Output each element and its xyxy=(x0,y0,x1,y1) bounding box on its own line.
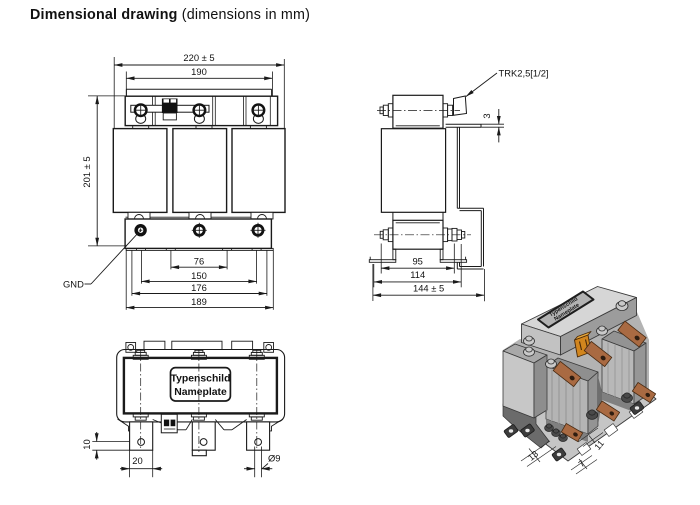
svg-text:201 ± 5: 201 ± 5 xyxy=(81,156,92,187)
svg-text:Dimensional drawing (dimension: Dimensional drawing (dimensions in mm) xyxy=(30,7,310,23)
svg-text:190: 190 xyxy=(191,66,207,77)
svg-text:7: 7 xyxy=(576,458,586,469)
svg-text:20: 20 xyxy=(132,455,142,466)
svg-text:GND: GND xyxy=(63,279,84,290)
svg-text:3: 3 xyxy=(481,113,492,118)
svg-text:Nameplate: Nameplate xyxy=(174,387,227,398)
svg-text:Ø9: Ø9 xyxy=(268,453,281,464)
svg-text:TRK2,5[1/2]: TRK2,5[1/2] xyxy=(499,68,549,79)
svg-text:10: 10 xyxy=(81,439,92,449)
svg-text:95: 95 xyxy=(412,256,422,267)
svg-text:76: 76 xyxy=(194,256,204,267)
svg-text:114: 114 xyxy=(410,269,425,280)
svg-text:176: 176 xyxy=(191,282,207,293)
svg-text:Typenschild: Typenschild xyxy=(171,374,231,385)
svg-text:189: 189 xyxy=(191,296,207,307)
svg-text:150: 150 xyxy=(191,270,207,281)
svg-text:144 ± 5: 144 ± 5 xyxy=(413,283,444,294)
svg-text:13: 13 xyxy=(526,449,540,463)
svg-text:220 ± 5: 220 ± 5 xyxy=(183,52,214,63)
